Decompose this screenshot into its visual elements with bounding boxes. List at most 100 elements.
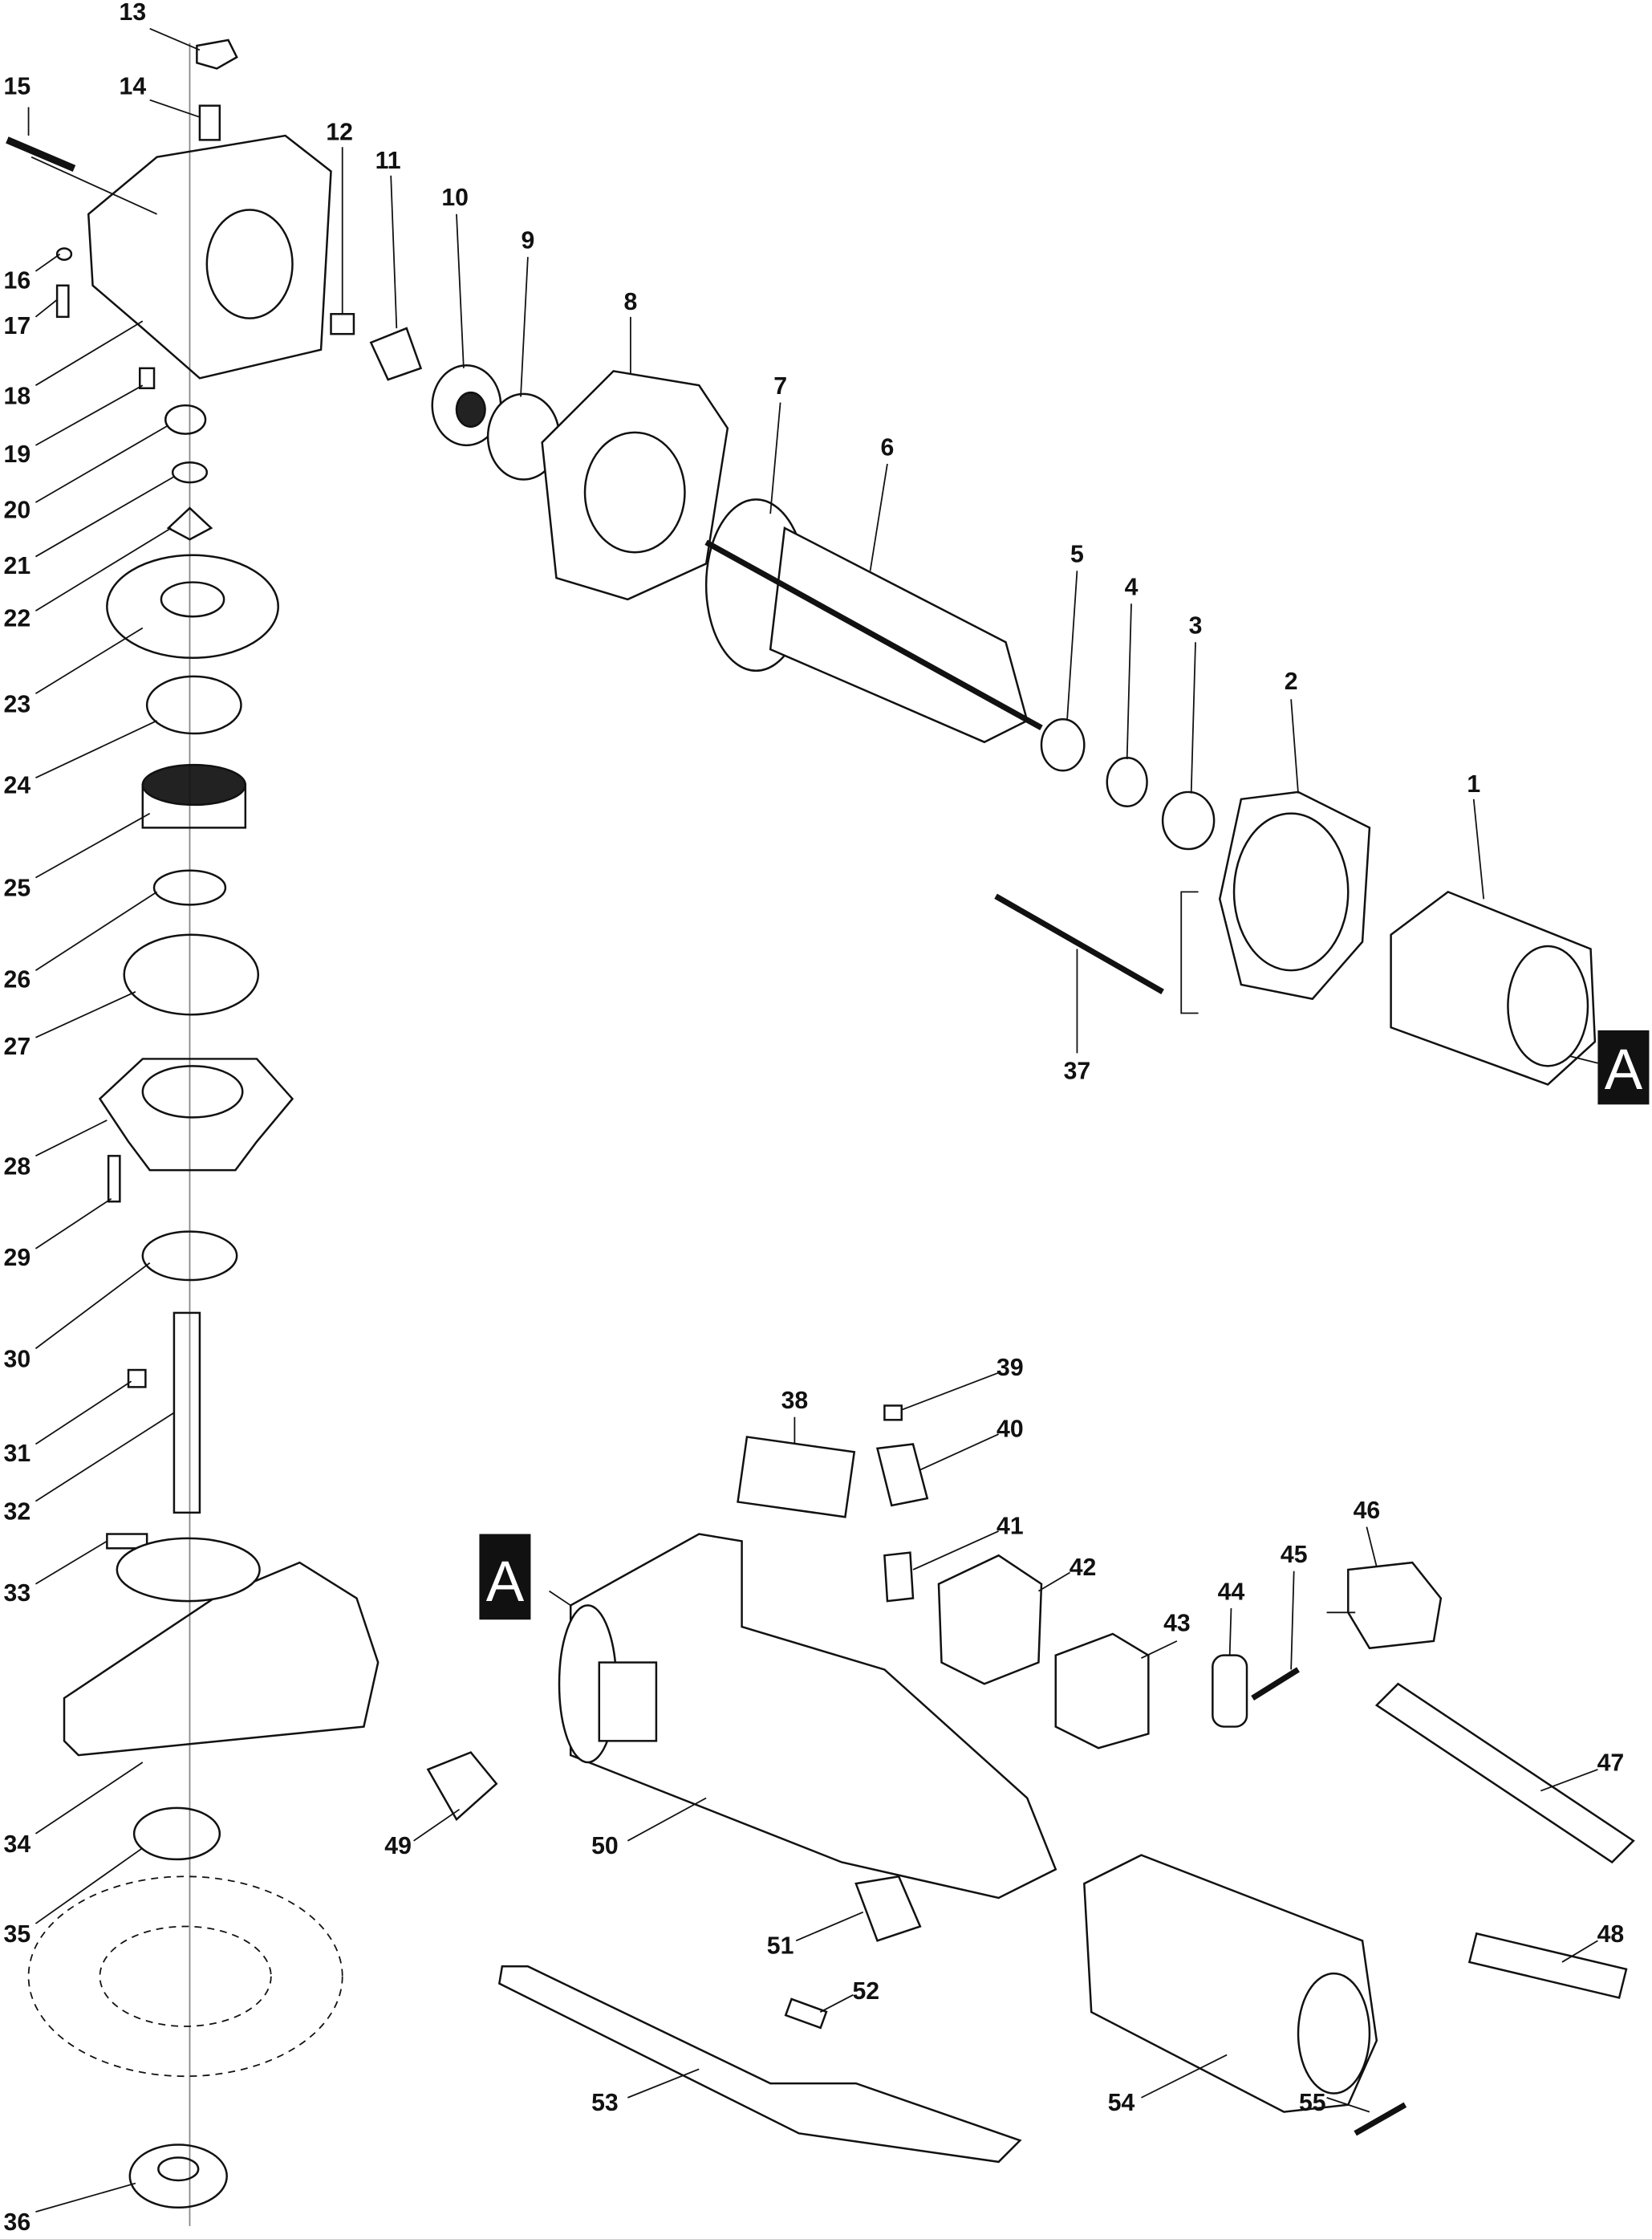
part-15-screw (6, 136, 76, 173)
part-label-19: 19 (4, 441, 31, 468)
part-20-bearing (164, 404, 207, 435)
part-5-bearing (1040, 718, 1086, 772)
part-48-cord (1467, 1932, 1628, 1999)
part-label-54: 54 (1108, 2090, 1135, 2116)
part-4-bearing (1106, 757, 1148, 807)
part-label-53: 53 (591, 2090, 619, 2116)
baffle-opening (1232, 812, 1350, 972)
part-53-switch-lever (497, 1965, 1022, 2164)
part-label-42: 42 (1070, 1554, 1097, 1581)
part-label-17: 17 (4, 313, 31, 339)
part-label-40: 40 (996, 1416, 1024, 1443)
part-label-38: 38 (781, 1388, 809, 1414)
part-label-15: 15 (4, 73, 31, 100)
part-label-8: 8 (623, 289, 637, 315)
part-label-18: 18 (4, 383, 31, 409)
part-label-13: 13 (120, 0, 147, 26)
part-24-retaining-ring (145, 675, 242, 735)
part-label-14: 14 (120, 73, 147, 100)
wheel-inner-outline (99, 1925, 272, 2027)
part-label-9: 9 (521, 227, 534, 254)
part-label-6: 6 (881, 434, 895, 461)
part-label-20: 20 (4, 498, 31, 524)
part-12-nut (330, 313, 355, 335)
part-14-spring (198, 104, 221, 141)
part-label-33: 33 (4, 1580, 31, 1607)
part-6-armature (769, 526, 1029, 744)
part-16-o-ring (55, 247, 73, 261)
part-label-50: 50 (591, 1833, 619, 1859)
part-label-35: 35 (4, 1921, 31, 1948)
part-label-4: 4 (1125, 575, 1139, 601)
part-19-pin (139, 367, 156, 389)
part-label-12: 12 (326, 119, 353, 145)
part-31-key (127, 1368, 147, 1388)
part-41-carbon-brush (883, 1551, 915, 1603)
part-label-47: 47 (1597, 1750, 1625, 1777)
part-39-screw (883, 1404, 903, 1421)
part-label-5: 5 (1070, 542, 1084, 568)
plate-bore (583, 431, 686, 554)
part-label-21: 21 (4, 553, 31, 579)
part-labels: 1 2 3 4 5 6 7 8 9 10 11 12 13 14 15 16 1… (4, 0, 1625, 2236)
part-label-28: 28 (4, 1153, 31, 1180)
part-17-pin (55, 284, 70, 319)
part-label-25: 25 (4, 876, 31, 902)
part-29-screw (107, 1155, 121, 1203)
part-27-o-ring (123, 933, 260, 1016)
gear-hub (160, 581, 225, 618)
part-35-inner-flange (132, 1806, 221, 1861)
part-label-49: 49 (384, 1833, 412, 1859)
part-label-36: 36 (4, 2209, 31, 2236)
part-label-1: 1 (1467, 771, 1480, 798)
rear-cover-end (1297, 1972, 1371, 2095)
part-label-55: 55 (1299, 2090, 1326, 2116)
part-42-insulator (937, 1554, 1043, 1685)
part-51-brush-holder (854, 1875, 922, 1942)
part-label-30: 30 (4, 1346, 31, 1372)
guard-collar (116, 1537, 261, 1603)
housing-bore (205, 209, 294, 319)
svg-text:A: A (1605, 1038, 1643, 1102)
part-3-insulation-washer (1161, 790, 1216, 851)
part-label-26: 26 (4, 967, 31, 994)
part-43-switch (1054, 1632, 1150, 1749)
part-label-29: 29 (4, 1245, 31, 1271)
grinding-wheel-outline (27, 1875, 343, 2078)
motor-housing-assembly: A (426, 1404, 1635, 2164)
connector-marker-bottom: A (479, 1534, 531, 1620)
armature-shaft (704, 539, 1043, 731)
leader-lines (27, 27, 1598, 2213)
part-label-37: 37 (1064, 1058, 1091, 1084)
part-label-3: 3 (1189, 613, 1203, 640)
lock-nut-bore (157, 2156, 200, 2182)
part-55-screw (1354, 2102, 1407, 2136)
part-label-46: 46 (1354, 1497, 1381, 1524)
part-50-motor-housing (569, 1533, 1057, 1900)
field-opening (1507, 945, 1589, 1067)
part-label-2: 2 (1285, 668, 1298, 695)
part-label-11: 11 (375, 148, 401, 174)
svg-text:A: A (486, 1550, 525, 1614)
gear-head-assembly (6, 39, 380, 2226)
bearing-inner (455, 391, 486, 428)
part-44-strain-relief (1212, 1654, 1248, 1728)
part-label-24: 24 (4, 773, 31, 799)
part-45-screw (1251, 1667, 1300, 1701)
part-label-7: 7 (773, 373, 787, 400)
part-37-screw (994, 893, 1164, 994)
part-label-31: 31 (4, 1441, 31, 1467)
part-label-44: 44 (1218, 1579, 1245, 1605)
part-40-brush-holder (875, 1443, 929, 1507)
part-label-52: 52 (852, 1978, 879, 2005)
part-38-label (737, 1436, 856, 1518)
part-label-32: 32 (4, 1499, 31, 1526)
part-label-45: 45 (1281, 1542, 1308, 1568)
connector-marker-top: A (1597, 1030, 1650, 1105)
part-label-16: 16 (4, 267, 31, 294)
part-label-39: 39 (996, 1355, 1024, 1381)
part-label-43: 43 (1163, 1610, 1191, 1636)
armature-assembly: A (330, 313, 1650, 1105)
part-label-41: 41 (996, 1514, 1024, 1540)
